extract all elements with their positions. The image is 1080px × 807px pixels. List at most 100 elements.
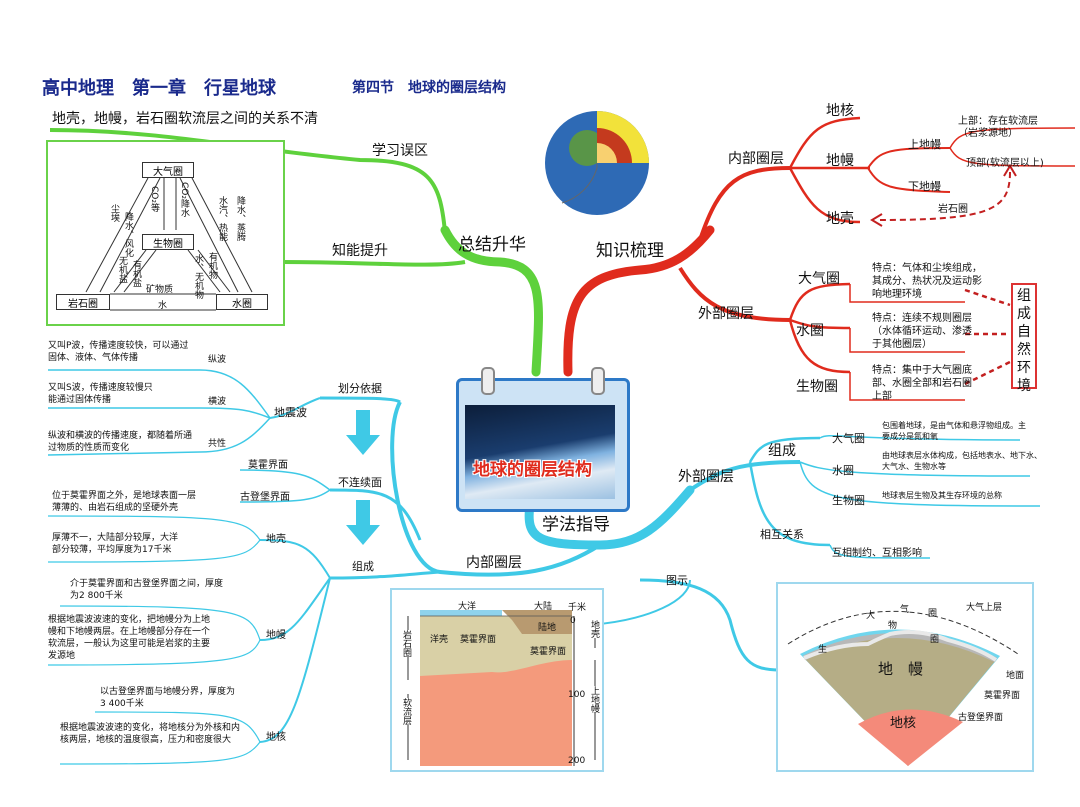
red-inner-core xyxy=(788,116,861,169)
cyan-mantle-n2 xyxy=(47,639,261,666)
k-hydro: 水圈 xyxy=(796,323,824,339)
k-mantle: 地幔 xyxy=(826,153,854,169)
sphere-svg xyxy=(787,610,1019,766)
cyan-quake-c xyxy=(47,417,271,456)
center-card[interactable]: 地球的圈层结构 xyxy=(456,367,630,512)
k-core: 地核 xyxy=(826,103,854,119)
cyan-basis xyxy=(319,396,401,404)
cycle-organic2: 有机盐 xyxy=(131,260,141,287)
spf-core: 地核 xyxy=(890,716,917,731)
red-mantle-upper xyxy=(867,147,951,169)
red-outer-atmos xyxy=(788,282,851,321)
section-title: 第四节 地球的圈层结构 xyxy=(352,80,506,96)
m-relation-note: 互相制约、互相影响 xyxy=(832,548,922,559)
sf-litho: 岩石圈 xyxy=(400,630,413,657)
cycle-lithosphere: 岩石圈 xyxy=(56,294,110,310)
branch-method: 学法指导 xyxy=(542,515,610,535)
m-swave: 横波 xyxy=(208,397,227,407)
red-bio-note xyxy=(849,372,965,401)
m-mantle: 地幔 xyxy=(266,630,286,641)
cyan-basis-quake xyxy=(269,397,321,419)
m-hydro-note: 由地球表层水体构成，包括地表水、地下水、大气水、生物水等 xyxy=(882,451,1042,471)
m-compose2: 组成 xyxy=(352,560,374,573)
sf-t0: 0 xyxy=(570,616,576,626)
spf-gutenberg: 古登堡界面 xyxy=(958,713,1004,723)
m-outer-label: 外部圈层 xyxy=(678,469,734,485)
m-common: 共性 xyxy=(208,439,227,449)
m-mantle-note2: 根据地震波波速的变化，把地幔分为上地幔和下地幔两层。在上地幔部分存在一个软流层，… xyxy=(48,615,211,661)
sphere-figure: 大气上层 大 气 圈 生 物 圈 地 幔 地核 地面 莫霍界面 古登堡界面 xyxy=(776,582,1034,772)
k-atmos-note: 特点：气体和尘埃组成，其成分、热状况及运动影响地理环境 xyxy=(872,263,982,300)
mistakes-label: 学习误区 xyxy=(372,143,428,159)
m-atmos: 大气圈 xyxy=(832,432,865,445)
cycle-co2-rain: CO₂降水 xyxy=(179,182,189,217)
section-svg xyxy=(407,610,596,766)
spf-quan2: 圈 xyxy=(930,635,940,645)
m-bio-note: 地球表层生物及其生存环境的总称 xyxy=(882,491,1002,500)
red-dash-atmos xyxy=(964,288,1011,307)
m-relation: 相互关系 xyxy=(760,528,804,541)
cyan-crust-n1 xyxy=(47,515,261,541)
branch-summary: 总结升华 xyxy=(458,235,526,255)
spf-qi: 气 xyxy=(900,605,910,615)
k-bio: 生物圈 xyxy=(796,379,838,395)
cycle-co2: CO₂等 xyxy=(149,186,159,212)
green-branch-mistakes xyxy=(49,128,447,233)
cycle-diagram-frame: 大气圈 生物圈 岩石圈 水圈 CO₂等 CO₂降水 尘埃 降水、风化 降水、蒸腾… xyxy=(46,140,285,326)
k-bio-note: 特点：集中于大气圈底部、水圈全部和岩石圈上部 xyxy=(872,365,972,402)
branch-knowledge: 知识梳理 xyxy=(596,241,664,261)
sf-t200: 200 xyxy=(568,756,586,766)
m-crust-note2: 厚薄不一，大陆部分较厚，大洋部分较薄，平均厚度为17千米 xyxy=(52,533,179,555)
k-upper-part2: （岩浆源地） xyxy=(958,128,1018,139)
sf-astheno: 软流层 xyxy=(400,698,413,725)
cyan-compose-crust xyxy=(259,539,331,579)
sf-land: 陆地 xyxy=(538,623,557,633)
cyan-inner-discont xyxy=(329,488,422,541)
sf-crust: 地壳 xyxy=(588,620,601,638)
cyan-discont-moho xyxy=(239,469,331,491)
red-atmos-note xyxy=(849,284,965,303)
red-mantle-lower xyxy=(867,167,951,193)
sf-continent: 大陆 xyxy=(534,602,553,612)
m-swave-note: 又叫S波，传播速度较慢只能通过固体传播 xyxy=(48,383,153,405)
m-mantle-note1: 介于莫霍界面和古登堡界面之间，厚度为2 800千米 xyxy=(70,579,224,601)
m-discont: 不连续面 xyxy=(338,476,382,489)
red-hydro-note xyxy=(849,328,965,353)
red-arrow-head xyxy=(1003,164,1017,177)
red-arrow-head-2 xyxy=(870,213,883,227)
cycle-inorganic: 无机盐 xyxy=(117,256,127,283)
red-branch-inner xyxy=(698,166,791,241)
m-pwave: 纵波 xyxy=(208,355,227,365)
sf-km: 千米 xyxy=(568,603,587,613)
red-branch-outer xyxy=(678,266,791,322)
m-core: 地核 xyxy=(266,732,286,743)
k-lithosphere: 岩石圈 xyxy=(938,204,968,215)
m-atmos-note: 包围着地球，是由气体和悬浮物组成。主要成分是氮和氧 xyxy=(882,421,1026,441)
down-arrow-2 xyxy=(346,500,380,545)
cycle-weather: 降水、风化 xyxy=(123,212,133,257)
m-bio: 生物圈 xyxy=(832,494,865,507)
down-arrow-1 xyxy=(346,410,380,455)
sf-moho2: 莫霍界面 xyxy=(530,647,567,657)
k-inner-label: 内部圈层 xyxy=(728,151,784,167)
red-branch-trunk xyxy=(563,225,715,377)
spf-wu: 物 xyxy=(888,621,898,631)
sf-ocean: 大洋 xyxy=(458,602,477,612)
cyan-inner-compose xyxy=(329,570,441,580)
cyan-relation-line xyxy=(829,544,931,559)
cycle-water-heat: 水汽、热能 xyxy=(217,196,227,241)
cycle-water: 水 xyxy=(158,301,168,311)
sf-t100: 100 xyxy=(568,690,586,700)
cycle-organic: 有机物 xyxy=(207,252,217,279)
m-core-note2: 根据地震波波速的变化，将地核分为外核和内核两层，地核的温度很高，压力和密度很大 xyxy=(60,723,241,745)
cycle-minerals: 矿物质 xyxy=(146,285,174,295)
cyan-crust-n2 xyxy=(47,539,261,563)
m-gutenberg: 古登堡界面 xyxy=(240,492,290,503)
card-photo xyxy=(465,405,615,499)
cyan-outer xyxy=(688,460,801,492)
red-upper-bottom xyxy=(949,147,1076,167)
m-core-note1: 以古登堡界面与地幔分界，厚度为3 400千米 xyxy=(100,687,236,709)
green-branch-ability xyxy=(281,260,466,267)
spf-quan: 圈 xyxy=(928,609,938,619)
spf-atmos-top: 大气上层 xyxy=(966,603,1003,613)
